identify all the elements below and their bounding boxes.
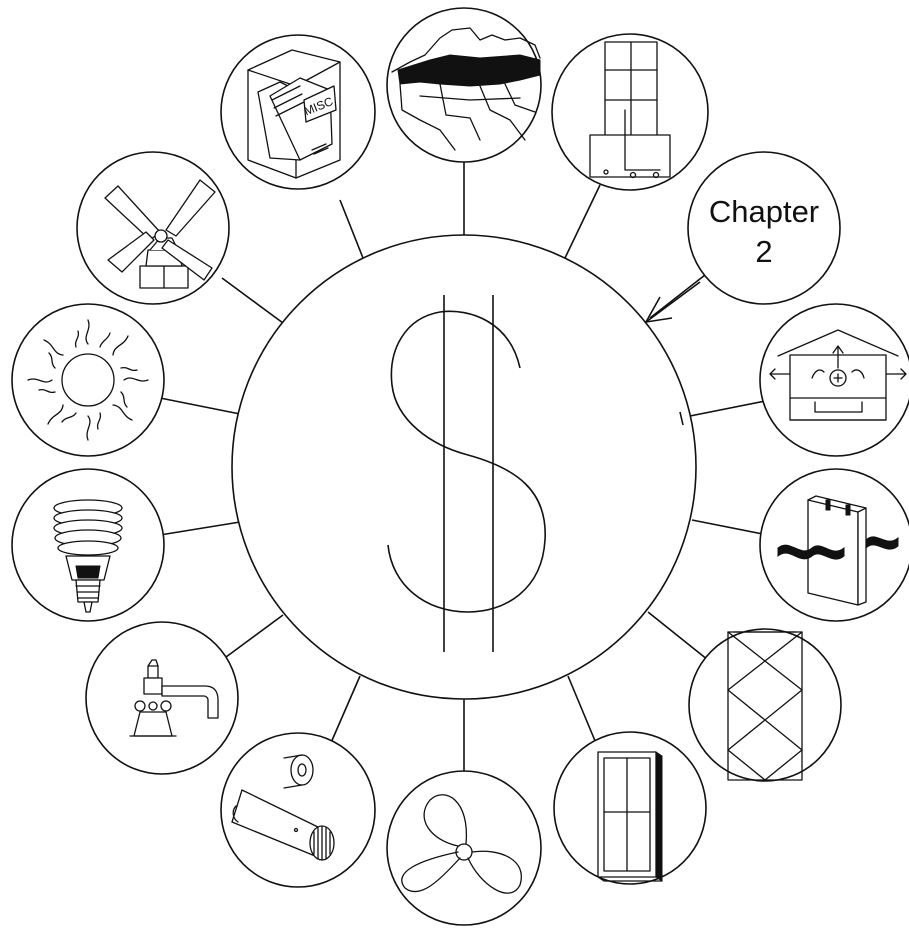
duct-tape-icon — [231, 754, 335, 861]
sun-icon — [27, 319, 149, 441]
cfl-bulb-icon — [53, 499, 123, 613]
insulation-node — [688, 628, 842, 782]
spoke-line-windmill — [221, 277, 284, 324]
spoke-line-appliance — [564, 184, 601, 259]
chapter-circle — [687, 151, 841, 305]
file-node: MISC — [220, 34, 376, 190]
spoke-line-faucet — [221, 614, 284, 661]
fan-node — [386, 770, 542, 926]
bulb-node — [11, 468, 165, 622]
faucet-icon — [129, 659, 219, 737]
hub-circle — [231, 234, 697, 700]
sun-node — [11, 303, 165, 457]
spoke-line-sun — [159, 397, 241, 415]
chapter-number: 2 — [755, 234, 772, 269]
wall-panel-icon — [777, 495, 899, 606]
spoke-line-file — [339, 199, 364, 259]
spoke-line-insulation — [647, 611, 709, 661]
windmill-node — [76, 151, 230, 305]
insulation-circle — [688, 628, 842, 782]
insulation-icon — [727, 631, 803, 781]
faucet-node — [85, 621, 239, 775]
appliance-cart-icon — [589, 41, 671, 179]
spoke-line-chapter — [649, 274, 706, 319]
spoke-line-house — [679, 399, 771, 419]
map-icon — [391, 27, 541, 151]
chapter-label: Chapter — [709, 194, 819, 229]
tape-node — [220, 732, 376, 888]
windmill-icon — [104, 179, 216, 289]
hub — [231, 234, 701, 700]
wall-node — [759, 468, 909, 622]
chapter-callout: Chapter 2 — [687, 151, 841, 305]
house-ventilation-icon — [769, 329, 907, 421]
spoke-line-tape — [329, 675, 361, 746]
spoke-lines — [159, 160, 771, 772]
chapter-arrow — [645, 281, 701, 323]
spoke-line-window — [567, 675, 599, 749]
house-node — [759, 303, 909, 457]
window-icon — [597, 751, 663, 882]
map-node — [386, 7, 542, 163]
file-drawer-misc-icon: MISC — [247, 49, 341, 179]
dollar-sign-icon — [387, 295, 546, 652]
spoke-line-bulb — [159, 521, 241, 536]
window-node — [553, 731, 707, 885]
fan-circle — [386, 770, 542, 926]
fan-blade-icon — [401, 794, 523, 894]
tape-circle — [220, 732, 376, 888]
appliance-node — [551, 33, 709, 191]
faucet-circle — [85, 621, 239, 775]
house-circle — [759, 303, 909, 457]
spoke-line-wall — [691, 519, 769, 536]
hub-tick-mark — [679, 411, 684, 426]
